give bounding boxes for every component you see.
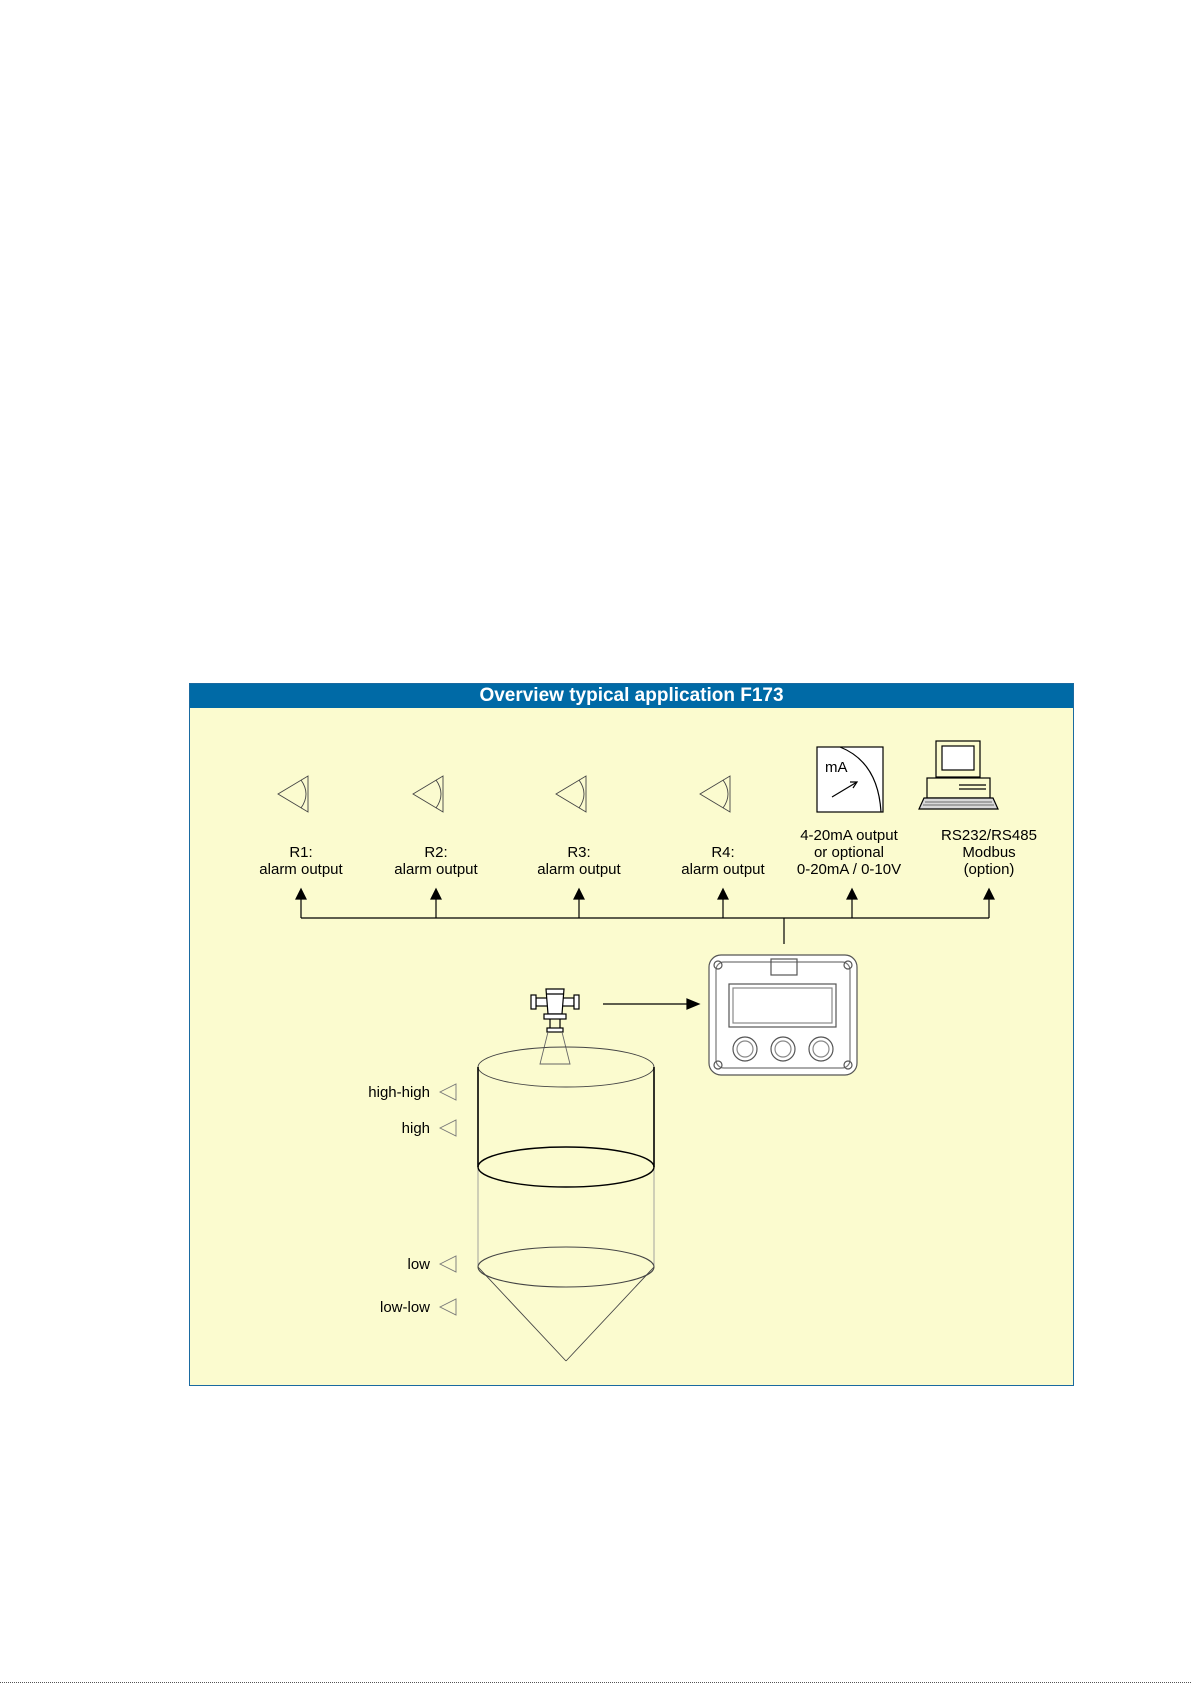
level-sensor-icon (531, 989, 579, 1064)
level-label-low-low: low-low (310, 1299, 430, 1316)
level-marker-high (440, 1120, 456, 1136)
output-analog-line2: or optional (769, 844, 929, 861)
computer-icon (919, 741, 998, 809)
output-r1-line2: alarm output (231, 861, 371, 878)
output-r3-line1: R3: (509, 844, 649, 861)
output-modbus-line1: RS232/RS485 (909, 827, 1069, 844)
output-label-analog: 4-20mA output or optional 0-20mA / 0-10V (769, 827, 929, 878)
output-label-r2: R2: alarm output (366, 844, 506, 878)
silo-tank (478, 1047, 654, 1361)
level-marker-high-high (440, 1084, 456, 1100)
horn-icon-r2 (413, 776, 443, 812)
f173-indicator-unit (709, 955, 857, 1075)
level-marker-low-low (440, 1299, 456, 1315)
output-analog-line1: 4-20mA output (769, 827, 929, 844)
output-modbus-line3: (option) (909, 861, 1069, 878)
page-bottom-divider (0, 1682, 1191, 1683)
horn-icon-r3 (556, 776, 586, 812)
output-label-r3: R3: alarm output (509, 844, 649, 878)
output-r2-line2: alarm output (366, 861, 506, 878)
output-r3-line2: alarm output (509, 861, 649, 878)
level-label-high: high (310, 1120, 430, 1137)
signal-bus (296, 889, 994, 944)
sensor-to-unit-arrow (603, 999, 699, 1009)
output-modbus-line2: Modbus (909, 844, 1069, 861)
level-label-high-high: high-high (310, 1084, 430, 1101)
output-analog-line3: 0-20mA / 0-10V (769, 861, 929, 878)
horn-icon-r1 (278, 776, 308, 812)
output-r2-line1: R2: (366, 844, 506, 861)
meter-label: mA (825, 759, 848, 776)
horn-icon-r4 (700, 776, 730, 812)
ma-meter-icon (817, 747, 883, 812)
output-label-r1: R1: alarm output (231, 844, 371, 878)
level-marker-low (440, 1256, 456, 1272)
application-overview-panel: Overview typical application F173 (189, 683, 1074, 1386)
output-label-modbus: RS232/RS485 Modbus (option) (909, 827, 1069, 878)
output-r1-line1: R1: (231, 844, 371, 861)
application-diagram: mA (190, 684, 1075, 1387)
level-label-low: low (310, 1256, 430, 1273)
